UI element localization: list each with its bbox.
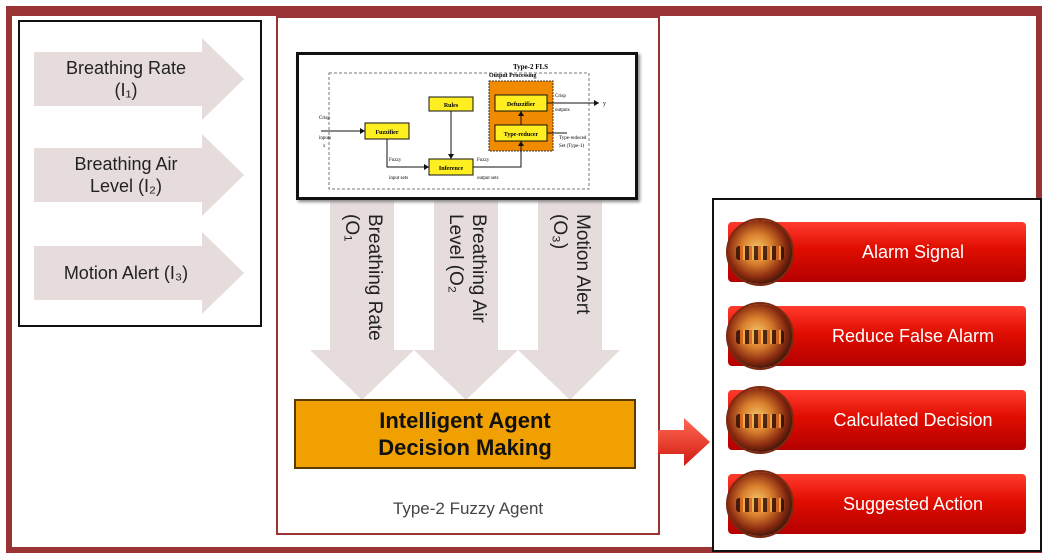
result-label: Calculated Decision xyxy=(833,409,993,430)
input-label-line2: Level (I₂) xyxy=(89,176,162,196)
output-label-line1: Breathing Rate xyxy=(364,214,385,341)
connector-arrow xyxy=(658,418,710,466)
inference-label: Inference xyxy=(439,166,464,172)
crisp-outputs-label: outputs xyxy=(555,108,570,113)
output-arrow-2 xyxy=(414,200,518,400)
result-label: Suggested Action xyxy=(842,493,984,514)
input-label-line1: Motion Alert (I₃) xyxy=(63,263,189,283)
result-alarm-signal: Alarm Signal xyxy=(728,220,1026,284)
input-label-line1: Breathing Rate xyxy=(65,58,187,78)
output-label-breathing-air-level: Breathing Air Level (O₂ xyxy=(444,214,490,323)
decision-making-box: Intelligent Agent Decision Making xyxy=(294,399,636,469)
output-label-line2: Level (O₂ xyxy=(445,214,466,294)
result-label: Alarm Signal xyxy=(861,241,965,262)
output-arrow-1 xyxy=(310,200,414,400)
output-label-line2: (O₁ xyxy=(341,214,362,242)
fire-image-icon xyxy=(728,304,792,368)
output-label-motion-alert: Motion Alert (O₃) xyxy=(548,214,594,314)
fuzzy-input-sets-label: input sets xyxy=(389,176,408,181)
arrow-shape xyxy=(34,38,244,120)
input-arrow-motion-alert: Motion Alert (I₃) xyxy=(34,232,244,314)
fls-dashed-boundary xyxy=(328,72,590,190)
agent-caption: Type-2 Fuzzy Agent xyxy=(392,499,544,518)
y-label: y xyxy=(603,101,606,107)
output-label-line1: Breathing Air xyxy=(468,214,489,323)
result-reduce-false-alarm: Reduce False Alarm xyxy=(728,304,1026,368)
input-arrow-breathing-air-level: Breathing Air Level (I₂) xyxy=(34,134,244,216)
fuzzifier-label: Fuzzifier xyxy=(376,130,399,136)
input-label: Motion Alert (I₃) xyxy=(34,232,218,314)
input-arrow-breathing-rate: Breathing Rate (I₁) xyxy=(34,38,244,120)
type2-fls-diagram: Type-2 FLS Output Processing Rules Defuz… xyxy=(296,52,638,200)
fuzzy-output-sets-label: Fuzzy xyxy=(477,158,490,163)
fuzzy-output-sets-label: output sets xyxy=(477,176,499,181)
crisp-outputs-label: Crisp xyxy=(555,94,566,99)
result-calculated-decision: Calculated Decision xyxy=(728,388,1026,452)
fls-connectors xyxy=(321,102,599,168)
fire-image-icon xyxy=(728,388,792,452)
output-arrow-3 xyxy=(518,200,620,400)
output-label-line2: (O₃) xyxy=(549,214,570,250)
fls-title: Type-2 FLS xyxy=(513,63,548,71)
type-reducer-label: Type-reducer xyxy=(504,132,539,138)
crisp-inputs-label: Crisp xyxy=(319,116,330,121)
type-reduced-set-label: Type-reduced xyxy=(559,136,587,141)
fls-block-diagram: Type-2 FLS Output Processing Rules Defuz… xyxy=(319,63,606,190)
fls-arrowheads xyxy=(360,100,599,170)
rules-label: Rules xyxy=(444,103,459,109)
input-label: Breathing Rate (I₁) xyxy=(34,38,218,120)
output-label-line1: Motion Alert xyxy=(572,214,593,315)
output-processing-label: Output Processing xyxy=(489,73,536,79)
x-label: x xyxy=(323,144,326,149)
result-label: Reduce False Alarm xyxy=(831,325,995,346)
result-suggested-action: Suggested Action xyxy=(728,472,1026,536)
input-label: Breathing Air Level (I₂) xyxy=(34,134,218,216)
type-reduced-set-label: Set (Type-1) xyxy=(559,144,584,149)
decision-title-line1: Intelligent Agent xyxy=(379,408,551,433)
decision-title-line2: Decision Making xyxy=(378,435,552,460)
input-label-line2: (I₁) xyxy=(114,80,138,100)
output-label-breathing-rate: Breathing Rate (O₁ xyxy=(340,214,386,341)
fire-image-icon xyxy=(728,220,792,284)
defuzzifier-label: Defuzzifier xyxy=(507,102,536,108)
input-label-line1: Breathing Air xyxy=(74,154,178,174)
fuzzy-input-sets-label: Fuzzy xyxy=(389,158,402,163)
arrow-shape xyxy=(34,232,244,314)
output-arrows xyxy=(310,200,620,400)
fire-image-icon xyxy=(728,472,792,536)
crisp-inputs-label: inputs xyxy=(319,136,331,141)
arrow-shape xyxy=(34,134,244,216)
